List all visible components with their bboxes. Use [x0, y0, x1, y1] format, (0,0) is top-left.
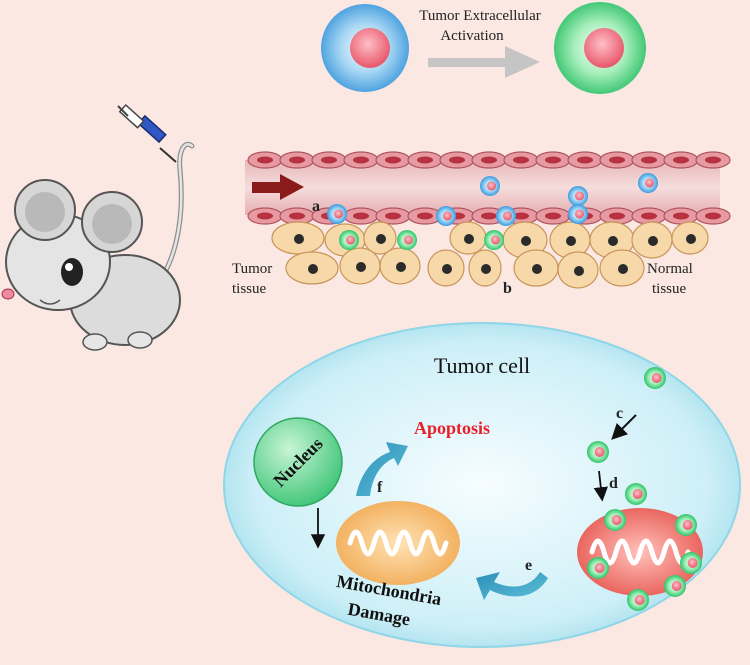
nanoparticle-core [682, 520, 693, 530]
arrow-f [356, 442, 408, 496]
endothelial-nucleus [481, 156, 497, 164]
endothelial-nucleus [705, 156, 721, 164]
nanoparticle-core [632, 489, 643, 499]
activation-arrow [428, 46, 540, 78]
nanoparticle-core [443, 211, 452, 221]
label-b: b [503, 280, 512, 297]
tissue-cell-nucleus [396, 262, 406, 272]
endothelial-nucleus [385, 156, 401, 164]
nucleus: Nucleus [253, 417, 343, 507]
nanoparticle-core [645, 178, 654, 188]
tissue-cell-nucleus [648, 236, 658, 246]
label-c: c [616, 405, 623, 422]
endothelial-nucleus [545, 156, 561, 164]
syringe-icon [117, 103, 177, 163]
endothelial-nucleus [673, 212, 689, 220]
endothelial-nucleus [353, 156, 369, 164]
label-d: d [609, 475, 618, 492]
endothelial-nucleus [385, 212, 401, 220]
intracellular-nanoparticles [587, 367, 702, 611]
mouse-illustration [1, 141, 195, 351]
tissue-cell-nucleus [686, 234, 696, 244]
nanoparticle-core [651, 373, 662, 383]
endothelial-nucleus [577, 156, 593, 164]
endothelial-nucleus [417, 156, 433, 164]
label-e: e [525, 557, 532, 574]
label-a: a [312, 198, 320, 215]
arrow-c [611, 414, 637, 440]
endothelial-nucleus [257, 212, 273, 220]
nanoparticle-core [575, 191, 584, 201]
tissue-cell-nucleus [608, 236, 618, 246]
endothelial-nucleus [705, 212, 721, 220]
inactive-nanoparticle [321, 4, 409, 92]
tumor-tissue-label-line1: Tumor [232, 261, 272, 277]
tissue-cell-nucleus [294, 234, 304, 244]
vessel-nanoparticles [327, 173, 658, 250]
arrow-e [476, 572, 548, 600]
tissue-cell-nucleus [481, 264, 491, 274]
nanoparticle-core [404, 235, 413, 245]
nanoparticle-core [575, 209, 584, 219]
endothelial-nucleus [321, 156, 337, 164]
nanoparticle-core [346, 235, 355, 245]
tissue-cell-nucleus [464, 234, 474, 244]
normal-tissue-label-line1: Normal [647, 261, 693, 277]
tissue-cell-nucleus [566, 236, 576, 246]
apoptosis-label: Apoptosis [414, 418, 490, 438]
nanoparticle-core [671, 581, 682, 591]
tumor-tissue-label-line2: tissue [232, 281, 267, 297]
endothelial-nucleus [609, 156, 625, 164]
endothelial-nucleus [417, 212, 433, 220]
endothelial-nucleus [641, 212, 657, 220]
blood-flow-arrow [252, 174, 304, 200]
nanoparticle-core [594, 563, 605, 573]
tissue-cell-nucleus [356, 262, 366, 272]
normal-tissue-label-line2: tissue [652, 281, 687, 297]
tissue-cell-nucleus [442, 264, 452, 274]
nanoparticle-core [687, 558, 698, 568]
endothelial-nucleus [289, 156, 305, 164]
active-nanoparticle [554, 2, 646, 94]
label-f: f [377, 479, 383, 496]
endothelial-nucleus [353, 212, 369, 220]
arrow-d [593, 470, 608, 502]
endothelial-nucleus [545, 212, 561, 220]
nanoparticle-core [491, 235, 500, 245]
tissue-cell-nucleus [574, 266, 584, 276]
tissue-cell-nucleus [618, 264, 628, 274]
tissue-cell-nucleus [308, 264, 318, 274]
nanoparticle-core [334, 209, 343, 219]
vessel-wall-bottom [247, 207, 731, 225]
tissue-cell-nucleus [532, 264, 542, 274]
endothelial-nucleus [289, 212, 305, 220]
mitochondria-targeted [577, 508, 703, 596]
tissue-cell-nucleus [521, 236, 531, 246]
nanoparticle-core [634, 595, 645, 605]
endothelial-nucleus [641, 156, 657, 164]
endothelial-nucleus [513, 212, 529, 220]
nanoparticle-core [611, 515, 622, 525]
endothelial-nucleus [513, 156, 529, 164]
endothelial-nucleus [449, 156, 465, 164]
nanoparticle-core [594, 447, 605, 457]
activation-label-line1: Tumor Extracellular [419, 8, 541, 24]
vessel-wall-top [247, 151, 731, 169]
nanoparticle-core [503, 211, 512, 221]
activation-label-line2: Activation [440, 28, 504, 44]
tumor-cell-label: Tumor cell [434, 353, 530, 378]
nanoparticle-core [487, 181, 496, 191]
endothelial-nucleus [257, 156, 273, 164]
endothelial-nucleus [673, 156, 689, 164]
endothelial-nucleus [481, 212, 497, 220]
endothelial-nucleus [609, 212, 625, 220]
tissue-cell-nucleus [376, 234, 386, 244]
mitochondria-damaged [336, 501, 460, 585]
